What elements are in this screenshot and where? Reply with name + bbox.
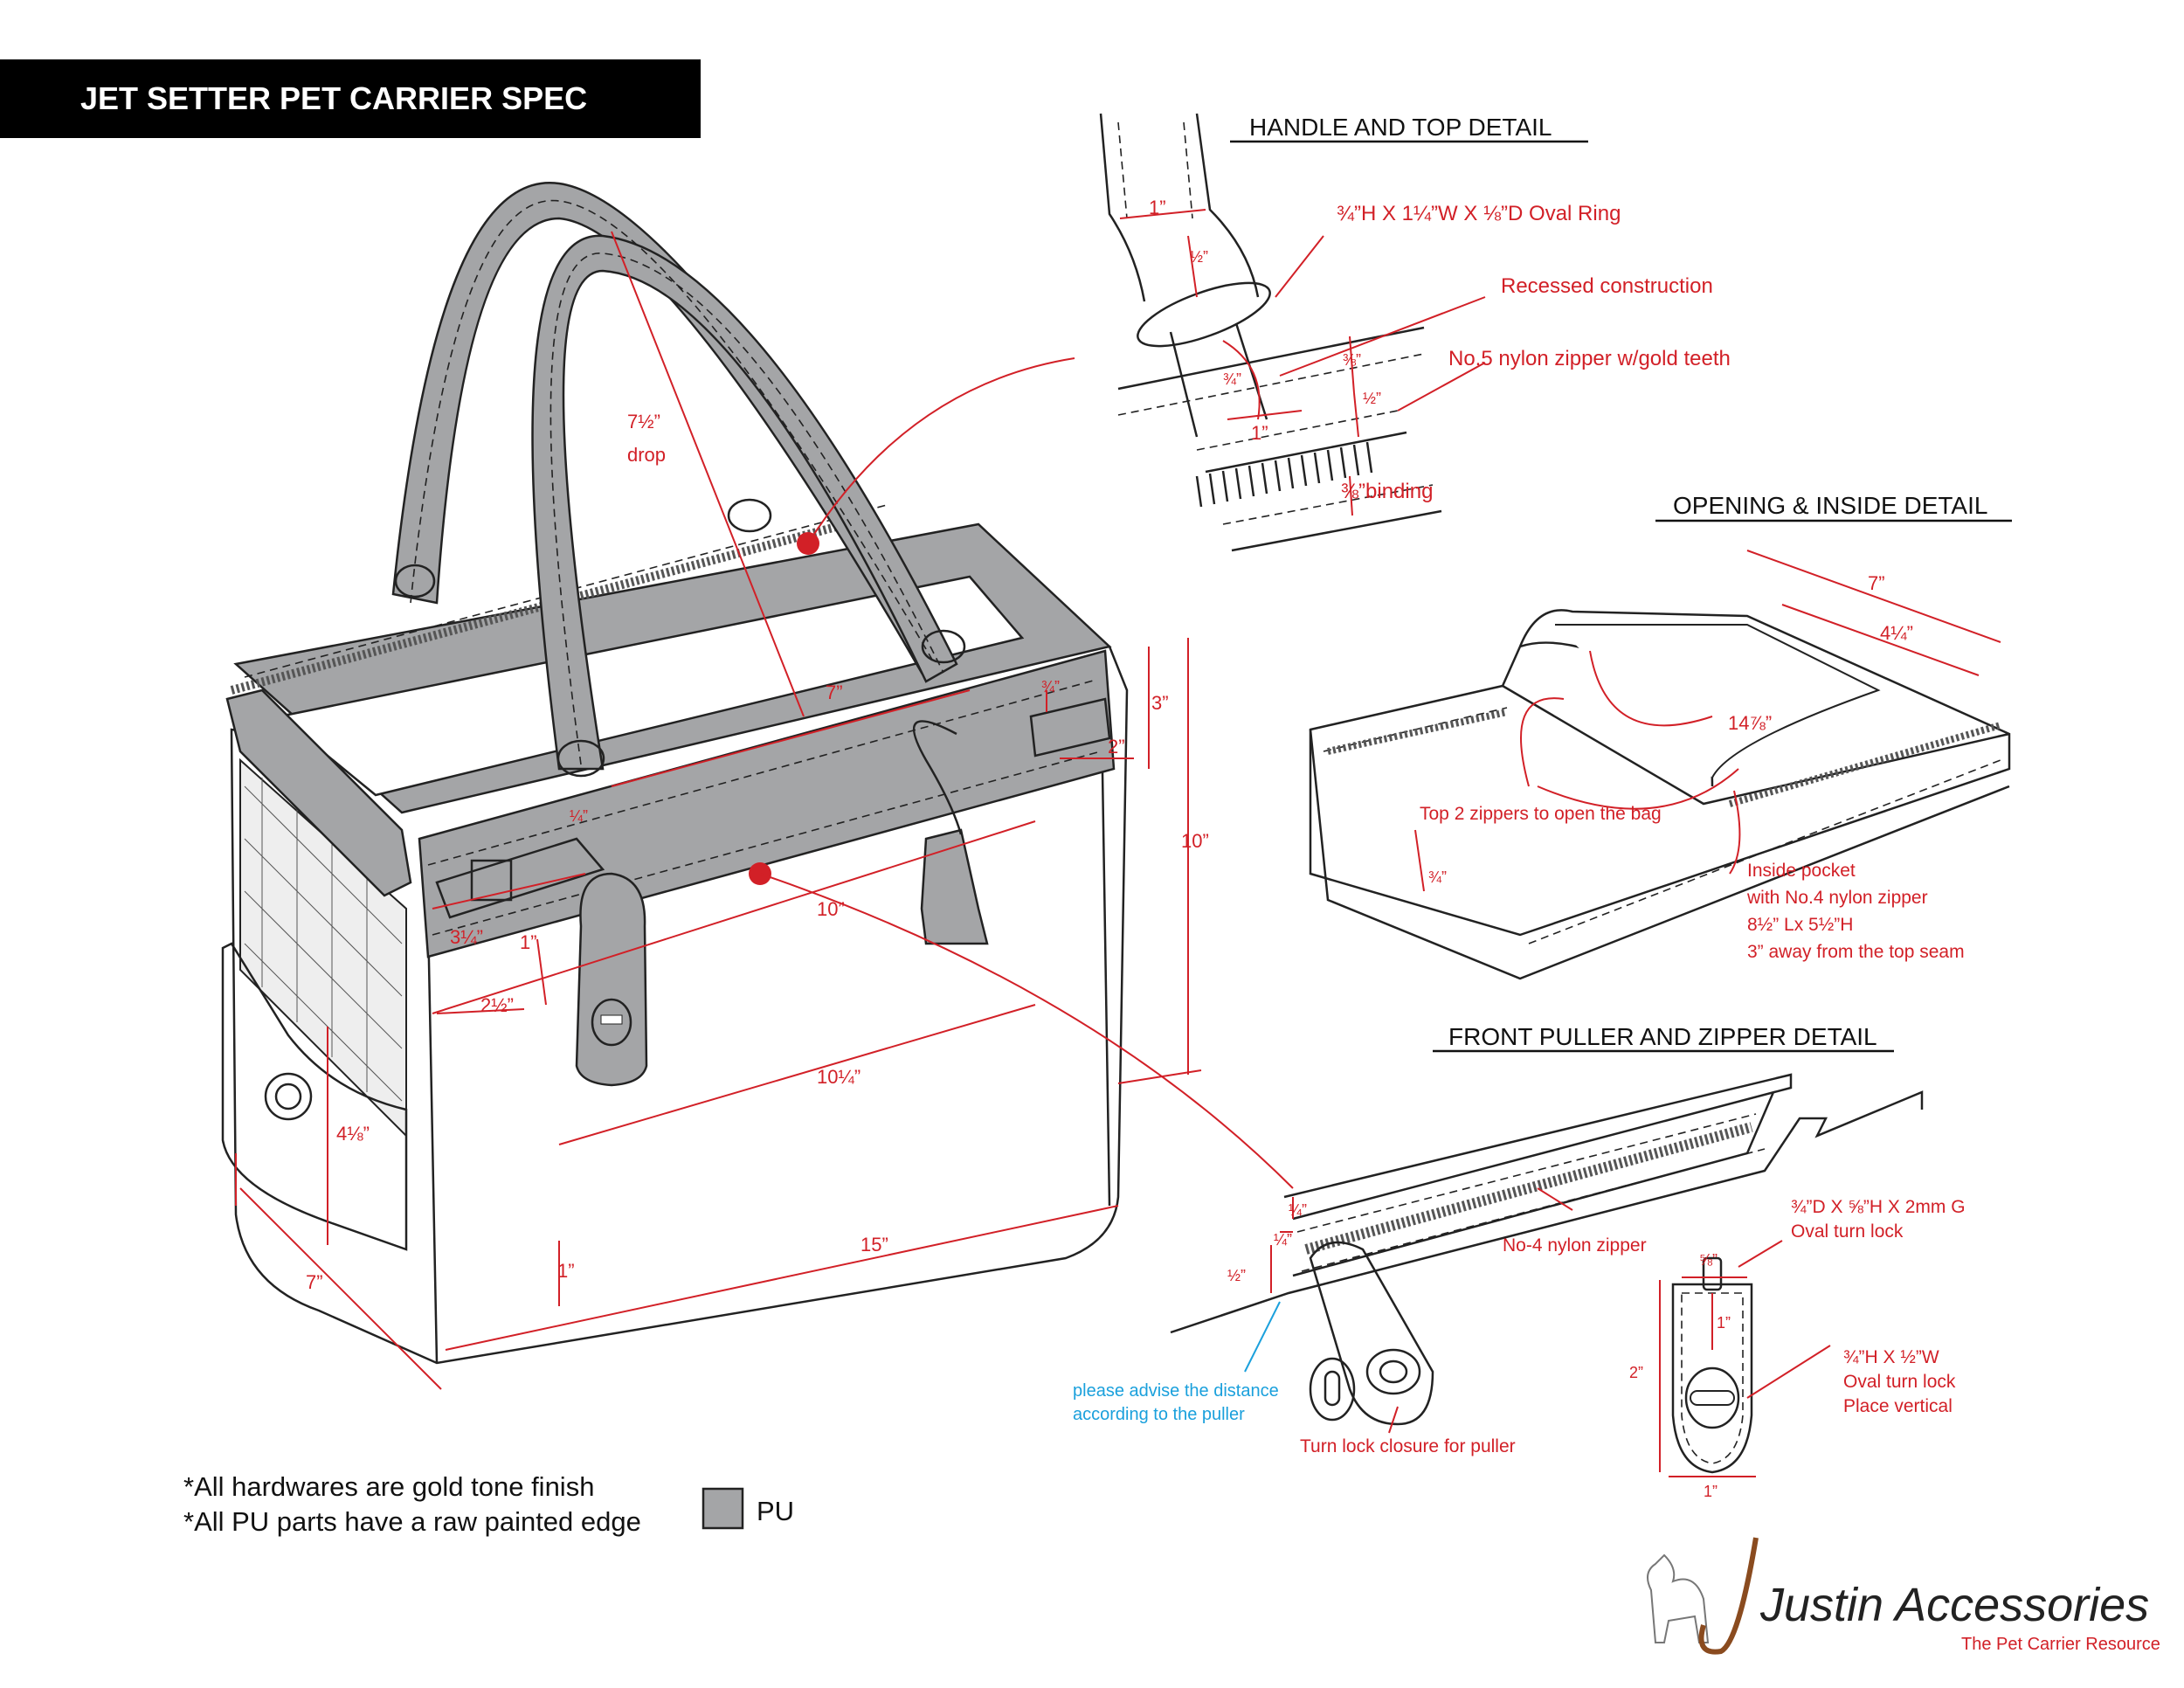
- puller-tab: [1309, 1241, 1434, 1426]
- dim-drop-label: drop: [627, 444, 666, 466]
- handle-dim-width-bottom: 1”: [1251, 422, 1268, 444]
- main-bag-illustration: [221, 181, 1129, 1365]
- callout-pocket-2: with No.4 nylon zipper: [1746, 888, 1928, 908]
- front-puller-detail: FRONT PULLER AND ZIPPER DETAIL ¼” ¼”: [1073, 1023, 1966, 1500]
- legend-pu-label: PU: [757, 1496, 794, 1526]
- callout-nylon-zipper: No.5 nylon zipper w/gold teeth: [1448, 347, 1731, 370]
- callout-pocket-4: 3” away from the top seam: [1747, 942, 1965, 962]
- opening-dim-four-quarter: 4¼”: [1880, 622, 1913, 644]
- front-puller: [575, 872, 648, 1087]
- brand-logo: Justin Accessories The Pet Carrier Resou…: [1647, 1537, 2160, 1655]
- notes: *All hardwares are gold tone finish *All…: [183, 1471, 794, 1537]
- front-dim-quarter-2: ¼”: [1274, 1231, 1292, 1249]
- dim-ten-quarter: 10¼”: [817, 1066, 860, 1088]
- dim-drop: 7½”: [627, 411, 660, 432]
- bag-body: [230, 592, 1129, 1365]
- front-dim-five-eighths: ⅝”: [1699, 1251, 1717, 1269]
- turn-lock-icon: [591, 998, 632, 1047]
- callout-pocket-1: Inside pocket: [1747, 861, 1856, 881]
- callout-top-zippers: Top 2 zippers to open the bag: [1420, 804, 1662, 824]
- brand-tagline: The Pet Carrier Resource: [1961, 1635, 2160, 1654]
- handle-dim-width-top: 1”: [1149, 197, 1166, 218]
- dim-length: 15”: [860, 1234, 888, 1256]
- section-opening-title: OPENING & INSIDE DETAIL: [1673, 492, 1987, 519]
- handle-dim-three-quarter: ¾”: [1223, 370, 1241, 388]
- note-hardware: *All hardwares are gold tone finish: [183, 1471, 594, 1502]
- opening-dim-fourteen: 14⅞”: [1728, 712, 1772, 734]
- dim-one-small: 1”: [520, 931, 537, 953]
- dim-pocket-height: 4⅛”: [336, 1123, 370, 1145]
- callout-lock2-b: Oval turn lock: [1843, 1372, 1956, 1392]
- callout-turn-lock: Turn lock closure for puller: [1300, 1436, 1516, 1456]
- callout-lock2-a: ¾”H X ½”W: [1843, 1347, 1939, 1367]
- brand-name: Justin Accessories: [1759, 1579, 2149, 1631]
- dim-one-bottom: 1”: [557, 1260, 575, 1282]
- dim-front-ten: 10”: [817, 898, 845, 920]
- oval-ring-icon: [1137, 281, 1271, 348]
- front-dim-two: 2”: [1629, 1364, 1643, 1381]
- page-title: JET SETTER PET CARRIER SPEC: [0, 59, 701, 138]
- dim-two-half: 2½”: [480, 994, 514, 1016]
- luggage-tag: [920, 828, 989, 945]
- callout-recessed: Recessed construction: [1501, 274, 1713, 298]
- front-dim-half: ½”: [1227, 1267, 1246, 1284]
- callout-pocket-3: 8½” Lx 5½”H: [1747, 915, 1853, 935]
- callout-advise-a: please advise the distance: [1073, 1381, 1279, 1401]
- opening-dim-three-quarter: ¾”: [1428, 868, 1447, 886]
- side-turn-lock-icon: [264, 1072, 313, 1121]
- note-pu-edge: *All PU parts have a raw painted edge: [183, 1506, 641, 1537]
- dim-strap-three-quarter: ¾”: [1041, 678, 1060, 695]
- lock-base-icon: [1309, 1357, 1356, 1422]
- callout-no4-zipper: No-4 nylon zipper: [1503, 1235, 1647, 1256]
- dim-top-width: 7”: [826, 681, 843, 703]
- handle-dim-three-eighths: ⅜”: [1343, 351, 1361, 369]
- dim-band-height: 3”: [1151, 692, 1169, 714]
- pu-swatch: [702, 1487, 744, 1530]
- zipper-teeth-icon: [1195, 441, 1373, 508]
- callout-lock2-c: Place vertical: [1843, 1396, 1952, 1416]
- opening-dim-seven: 7”: [1868, 572, 1885, 594]
- dim-buckle-quarter: ¼”: [570, 807, 588, 825]
- section-front-title: FRONT PULLER AND ZIPPER DETAIL: [1448, 1023, 1877, 1050]
- handle-detail: HANDLE AND TOP DETAIL: [1099, 113, 1731, 552]
- opening-detail: OPENING & INSIDE DETAIL 7” 4¼” 14⅞” ¾” T…: [1309, 492, 2012, 980]
- oval-turn-lock-tab: [1671, 1283, 1753, 1474]
- handle-front: [531, 234, 958, 771]
- dim-buckle-length: 3¼”: [450, 926, 483, 948]
- section-handle-title: HANDLE AND TOP DETAIL: [1249, 114, 1552, 141]
- callout-oval-ring: ¾”H X 1¼”W X ⅛”D Oval Ring: [1337, 202, 1621, 225]
- dim-depth: 7”: [306, 1271, 323, 1293]
- puller-turn-lock-icon: [1365, 1348, 1421, 1395]
- handle-dim-half-side: ½”: [1363, 390, 1381, 407]
- front-dim-one-bottom: 1”: [1704, 1483, 1717, 1500]
- callout-lock1-a: ¾”D X ⅝”H X 2mm G: [1791, 1197, 1966, 1217]
- dog-icon: [1647, 1553, 1710, 1643]
- callout-advise-b: according to the puller: [1073, 1405, 1245, 1424]
- dim-strap-two: 2”: [1108, 736, 1125, 758]
- front-dim-quarter: ¼”: [1289, 1201, 1307, 1219]
- callout-lock1-b: Oval turn lock: [1791, 1221, 1904, 1242]
- dim-height: 10”: [1181, 830, 1209, 852]
- bag-dimension-lines: [235, 231, 1294, 1390]
- front-dim-one: 1”: [1717, 1314, 1731, 1332]
- callout-binding: ⅜”binding: [1341, 480, 1433, 503]
- handle-dim-half: ½”: [1190, 248, 1208, 266]
